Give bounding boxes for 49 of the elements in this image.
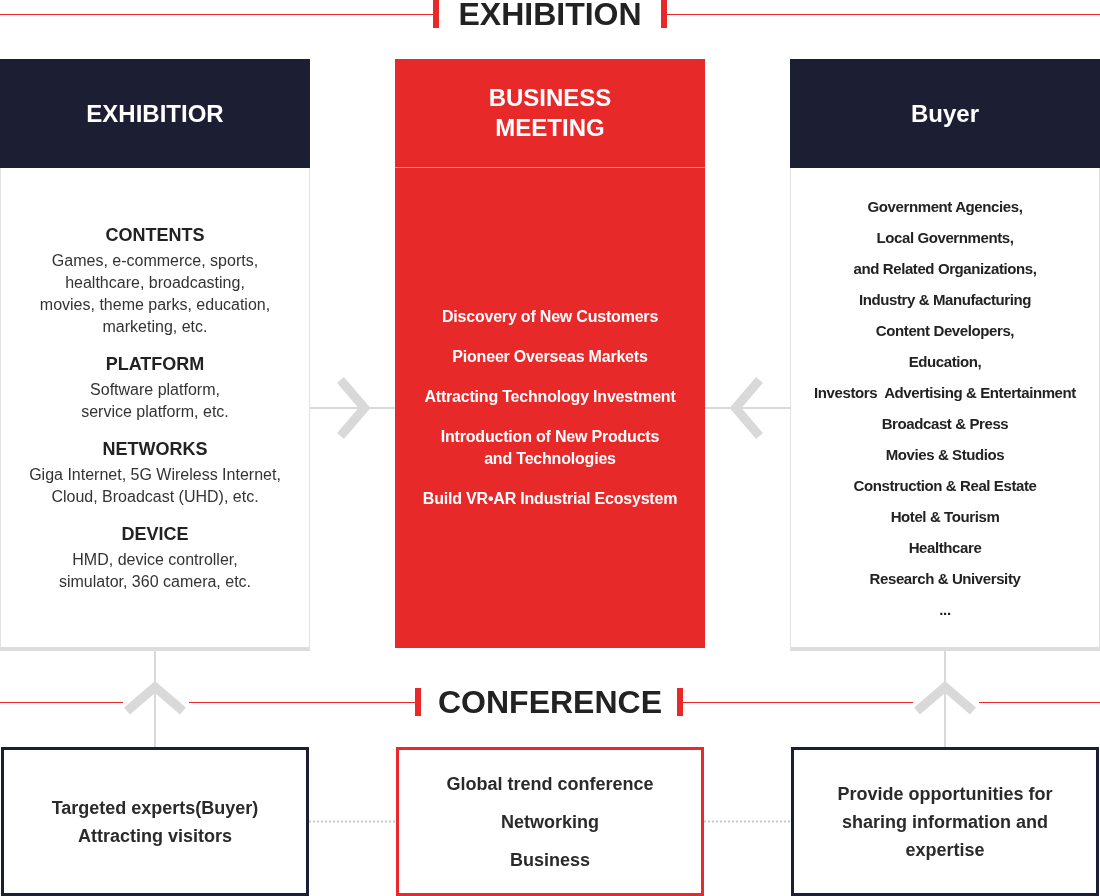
info-box xyxy=(791,747,1099,896)
chevron-arrow xyxy=(309,375,396,441)
buyer-type: Research & University xyxy=(869,568,1021,589)
benefit-item: Introduction of New Products and Technologies xyxy=(439,427,661,469)
buyer-type: Local Governments, xyxy=(876,227,1014,248)
benefit-item: Attracting Technology Investment xyxy=(424,387,676,407)
category-text: Giga Internet, 5G Wireless Internet, Cloud, Broadcast (UHD), etc. xyxy=(28,464,282,507)
box-text: Attracting visitors xyxy=(78,824,232,848)
buyer-type: Broadcast & Press xyxy=(881,413,1009,434)
dotted-line xyxy=(703,820,792,823)
box-text: Targeted experts(Buyer) xyxy=(51,796,259,820)
column-card xyxy=(0,59,310,651)
section-title: EXHIBITION xyxy=(458,0,642,30)
box-text: Provide opportunities for sharing information and expertise xyxy=(836,782,1054,862)
buyer-type: Movies & Studios xyxy=(885,444,1005,465)
box-text: Networking xyxy=(501,810,599,834)
box-text: Business xyxy=(509,848,590,872)
chevron-arrow xyxy=(912,650,978,748)
buyer-type: Education, xyxy=(908,351,982,372)
box-text: Global trend conference xyxy=(446,772,654,796)
chevron-arrow xyxy=(704,375,791,441)
column-header: EXHIBITIOR xyxy=(0,59,310,168)
buyer-type: ... xyxy=(939,599,951,620)
buyer-type: and Related Organizations, xyxy=(853,258,1037,279)
column-card xyxy=(395,59,705,648)
buyer-type: Construction & Real Estate xyxy=(853,475,1037,496)
section-title: CONFERENCE xyxy=(438,686,662,718)
category-heading: PLATFORM xyxy=(105,352,205,376)
buyer-type: Healthcare xyxy=(908,537,982,558)
buyer-type: Investors Advertising & Entertainment xyxy=(814,382,1076,403)
benefit-item: Pioneer Overseas Markets xyxy=(452,347,648,367)
buyer-type: Content Developers, xyxy=(875,320,1015,341)
info-box xyxy=(396,747,704,896)
buyer-type: Hotel & Tourism xyxy=(890,506,1000,527)
category-heading: NETWORKS xyxy=(102,437,208,461)
benefit-item: Discovery of New Customers xyxy=(441,307,659,327)
category-heading: DEVICE xyxy=(121,522,189,546)
category-heading: CONTENTS xyxy=(105,223,205,247)
dotted-line xyxy=(308,820,397,823)
category-text: HMD, device controller, simulator, 360 camera, etc. xyxy=(57,549,253,592)
benefit-item: Build VR•AR Industrial Ecosystem xyxy=(422,489,678,509)
info-box xyxy=(1,747,309,896)
buyer-type: Industry & Manufacturing xyxy=(858,289,1032,310)
chevron-arrow xyxy=(122,650,188,748)
column-card xyxy=(790,59,1100,651)
category-text: Games, e-commerce, sports, healthcare, broadcasting, movies, theme parks, education, marketing, etc. xyxy=(38,250,272,337)
column-header: Buyer xyxy=(790,59,1100,168)
category-text: Software platform, service platform, etc. xyxy=(80,379,230,422)
buyer-type: Government Agencies, xyxy=(867,196,1023,217)
